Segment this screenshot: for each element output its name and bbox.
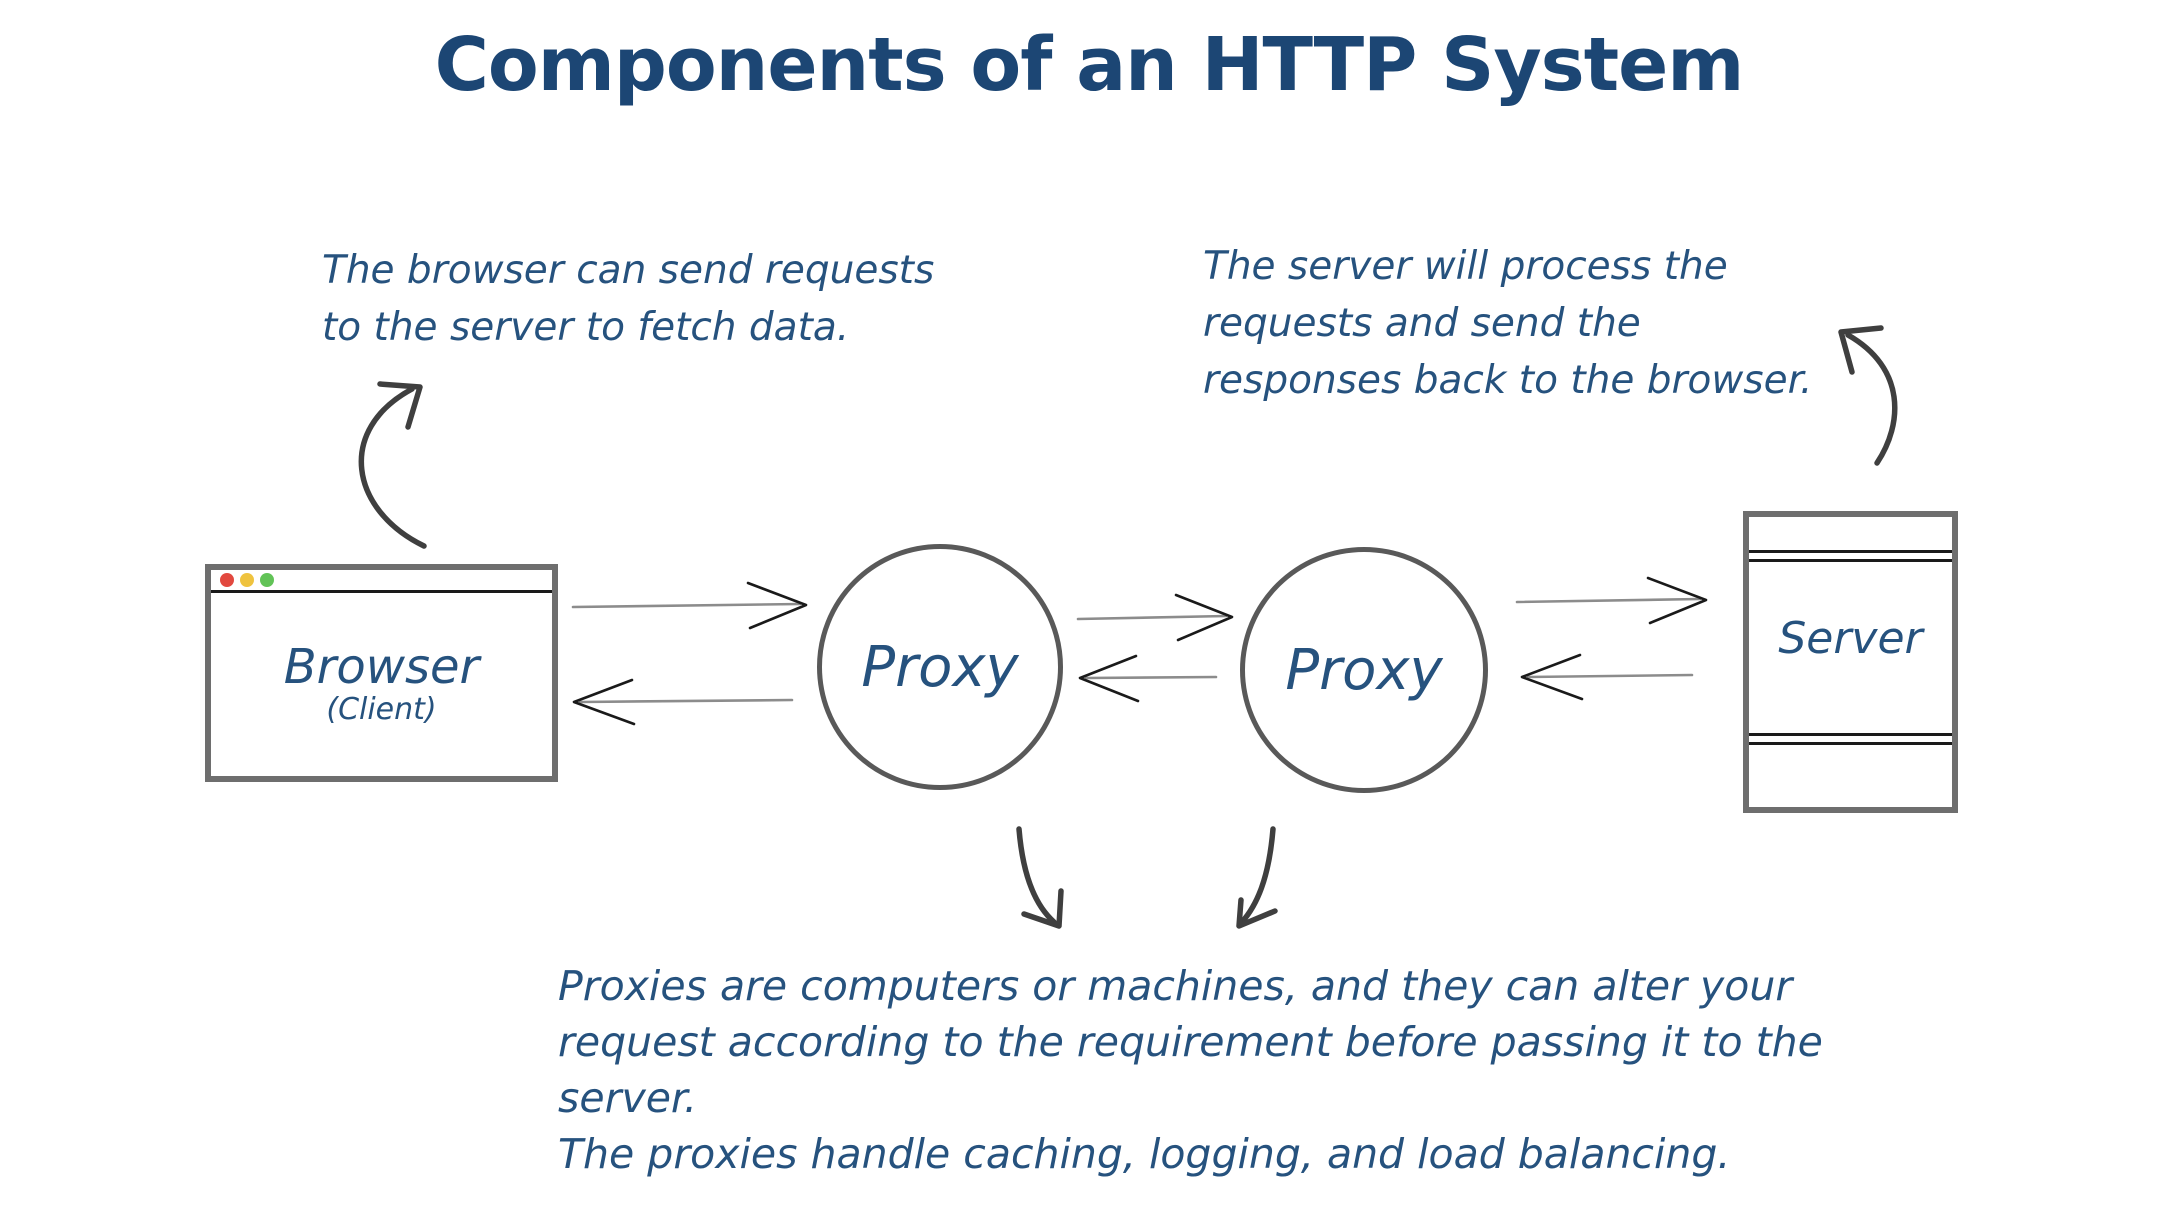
proxy1-node: Proxy: [817, 544, 1063, 790]
curved-arrow-browser-to-note: [358, 381, 427, 549]
arrow-proxy2-to-server: [1515, 576, 1708, 625]
arrow-proxy1-to-proxy2: [1076, 593, 1234, 642]
browser-label: Browser: [283, 638, 480, 695]
arrow-proxy2-to-proxy1: [1078, 654, 1218, 703]
note-browser-requests: The browser can send requests to the ser…: [322, 248, 935, 350]
proxy2-node: Proxy: [1240, 547, 1488, 793]
arrow-browser-to-proxy1: [571, 581, 808, 630]
note-proxies-description: Proxies are computers or machines, and t…: [558, 962, 1823, 1178]
server-rack-line: [1749, 550, 1952, 553]
note-server-responses: The server will process the requests and…: [1203, 244, 1813, 403]
server-node: Server: [1743, 511, 1958, 813]
browser-sublabel: (Client): [326, 692, 437, 728]
proxy2-label: Proxy: [1285, 637, 1443, 703]
curved-arrow-proxy2-to-note: [1236, 826, 1278, 929]
proxy1-label: Proxy: [861, 634, 1019, 700]
arrow-proxy1-to-browser: [572, 678, 794, 726]
server-rack-line: [1749, 733, 1952, 736]
curved-arrow-proxy1-to-note: [1016, 826, 1064, 929]
window-maximize-dot-icon: [260, 573, 274, 587]
browser-node-body: Browser (Client): [211, 593, 552, 776]
server-rack-line: [1749, 742, 1952, 745]
window-close-dot-icon: [220, 573, 234, 587]
window-minimize-dot-icon: [240, 573, 254, 587]
browser-titlebar: [211, 570, 552, 593]
browser-node: Browser (Client): [205, 564, 558, 782]
server-rack-line: [1749, 559, 1952, 562]
page-title: Components of an HTTP System: [434, 22, 1745, 108]
server-label: Server: [1778, 613, 1923, 664]
curved-arrow-server-to-note: [1838, 325, 1898, 466]
arrow-server-to-proxy2: [1520, 653, 1694, 701]
